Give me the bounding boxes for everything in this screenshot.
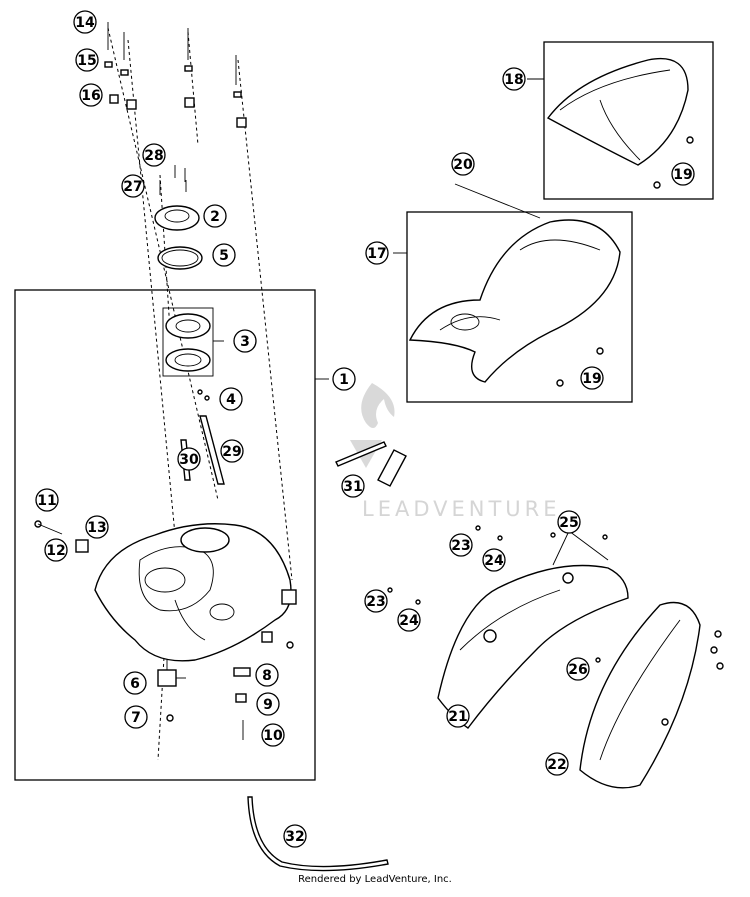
callout-label: 16 bbox=[81, 88, 100, 104]
callout-label: 13 bbox=[87, 520, 106, 536]
callout-label: 9 bbox=[263, 697, 273, 713]
callout-12: 12 bbox=[44, 538, 68, 562]
callout-20: 20 bbox=[451, 152, 475, 176]
callout-label: 27 bbox=[123, 179, 142, 195]
callout-label: 19 bbox=[673, 167, 692, 183]
callout-label: 24 bbox=[484, 553, 504, 569]
callout-10: 10 bbox=[261, 723, 285, 747]
rear-seat bbox=[546, 58, 694, 189]
callout-22: 22 bbox=[545, 752, 569, 776]
filler-gasket bbox=[157, 246, 203, 270]
callout-label: 15 bbox=[77, 53, 96, 69]
callout-label: 29 bbox=[222, 444, 241, 460]
callout-label: 22 bbox=[547, 757, 566, 773]
watermark-logo: LEADVENTURE bbox=[350, 383, 561, 521]
callout-label: 14 bbox=[75, 15, 95, 31]
callout-25: 25 bbox=[557, 510, 581, 534]
callout-27: 27 bbox=[121, 174, 145, 198]
callout-label: 23 bbox=[366, 594, 385, 610]
callout-label: 6 bbox=[130, 676, 140, 692]
callout-2: 2 bbox=[203, 204, 227, 228]
callout-label: 20 bbox=[453, 157, 473, 173]
watermark-text: LEADVENTURE bbox=[362, 497, 561, 521]
callout-label: 23 bbox=[451, 538, 470, 554]
fuel-tank-assembly-frame bbox=[14, 289, 316, 781]
callout-label: 4 bbox=[226, 392, 236, 408]
callout-23: 23 bbox=[364, 589, 388, 613]
fuel-tap bbox=[157, 660, 186, 722]
filler-cap bbox=[154, 205, 200, 231]
cap-assembly-box bbox=[162, 307, 214, 377]
callout-label: 26 bbox=[568, 662, 587, 678]
callout-label: 5 bbox=[219, 248, 229, 264]
callout-19: 19 bbox=[580, 366, 604, 390]
side-cover-left bbox=[437, 564, 629, 729]
callout-label: 3 bbox=[240, 334, 250, 350]
footer-credit: Rendered by LeadVenture, Inc. bbox=[298, 874, 452, 885]
callout-32: 32 bbox=[283, 824, 307, 848]
callout-24: 24 bbox=[397, 608, 421, 632]
callout-28: 28 bbox=[142, 143, 166, 167]
callout-26: 26 bbox=[566, 657, 590, 681]
vent-hose bbox=[247, 796, 389, 872]
callout-18: 18 bbox=[502, 67, 526, 91]
callout-19: 19 bbox=[671, 162, 695, 186]
callout-label: 17 bbox=[367, 246, 386, 262]
rear-seat-frame bbox=[543, 41, 714, 200]
callout-16: 16 bbox=[79, 83, 103, 107]
callout-4: 4 bbox=[219, 387, 243, 411]
callout-24: 24 bbox=[482, 548, 506, 572]
callout-17: 17 bbox=[365, 241, 389, 265]
callout-29: 29 bbox=[220, 439, 244, 463]
callout-23: 23 bbox=[449, 533, 473, 557]
callout-label: 25 bbox=[559, 515, 578, 531]
callout-label: 7 bbox=[131, 710, 141, 726]
callout-label: 31 bbox=[343, 479, 362, 495]
fastener-stack bbox=[104, 22, 247, 128]
callout-11: 11 bbox=[35, 488, 59, 512]
callout-label: 24 bbox=[399, 613, 419, 629]
callout-14: 14 bbox=[73, 10, 97, 34]
callout-label: 30 bbox=[179, 452, 199, 468]
side-cover-right bbox=[579, 601, 724, 789]
front-seat bbox=[408, 219, 621, 387]
callout-6: 6 bbox=[123, 671, 147, 695]
callout-7: 7 bbox=[124, 705, 148, 729]
leader-lines bbox=[213, 78, 609, 566]
callout-3: 3 bbox=[233, 329, 257, 353]
callout-13: 13 bbox=[85, 515, 109, 539]
callout-label: 1 bbox=[339, 372, 349, 388]
callout-9: 9 bbox=[256, 692, 280, 716]
cap-screws bbox=[159, 165, 187, 195]
callout-label: 19 bbox=[582, 371, 601, 387]
callout-15: 15 bbox=[75, 48, 99, 72]
callout-31: 31 bbox=[341, 474, 365, 498]
callout-label: 2 bbox=[210, 209, 220, 225]
callout-label: 32 bbox=[285, 829, 304, 845]
callout-5: 5 bbox=[212, 243, 236, 267]
callout-label: 8 bbox=[262, 668, 272, 684]
callout-21: 21 bbox=[446, 704, 470, 728]
callout-8: 8 bbox=[255, 663, 279, 687]
callout-label: 21 bbox=[448, 709, 467, 725]
callout-30: 30 bbox=[177, 447, 201, 471]
front-seat-frame bbox=[406, 211, 633, 403]
callout-label: 28 bbox=[144, 148, 163, 164]
callout-1: 1 bbox=[332, 367, 356, 391]
callout-label: 18 bbox=[504, 72, 523, 88]
fuel-tank bbox=[94, 523, 297, 662]
callout-label: 12 bbox=[46, 543, 65, 559]
callout-label: 10 bbox=[263, 728, 283, 744]
callout-label: 11 bbox=[37, 493, 56, 509]
